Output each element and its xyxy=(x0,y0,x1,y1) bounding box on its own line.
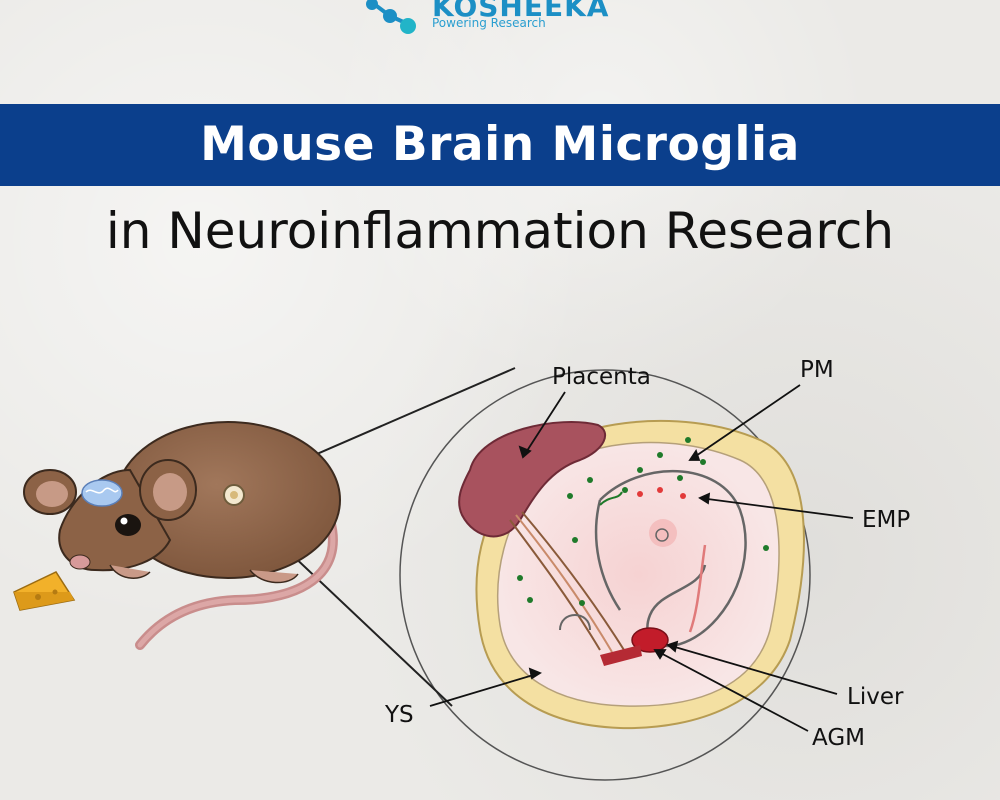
page-title: Mouse Brain Microglia xyxy=(200,117,800,172)
cheese-icon xyxy=(13,571,76,611)
label-emp: EMP xyxy=(862,507,910,533)
mouse-illustration xyxy=(23,421,341,584)
brand-logo: KOSHEEKA Powering Research xyxy=(360,0,650,40)
brand-tagline: Powering Research xyxy=(432,16,546,30)
title-banner xyxy=(0,104,1000,186)
brand-name: KOSHEEKA xyxy=(432,0,610,23)
embryo-illustration xyxy=(458,419,805,730)
molecule-icon xyxy=(366,0,416,34)
label-pm: PM xyxy=(800,357,834,383)
page-subtitle: in Neuroinflammation Research xyxy=(105,202,895,260)
label-liver: Liver xyxy=(847,684,904,710)
pointer-lines xyxy=(429,384,854,732)
magnifier-circle xyxy=(399,369,811,781)
label-agm: AGM xyxy=(812,725,865,751)
brain-icon xyxy=(81,479,123,507)
label-placenta: Placenta xyxy=(552,364,651,390)
label-ys: YS xyxy=(384,702,414,728)
